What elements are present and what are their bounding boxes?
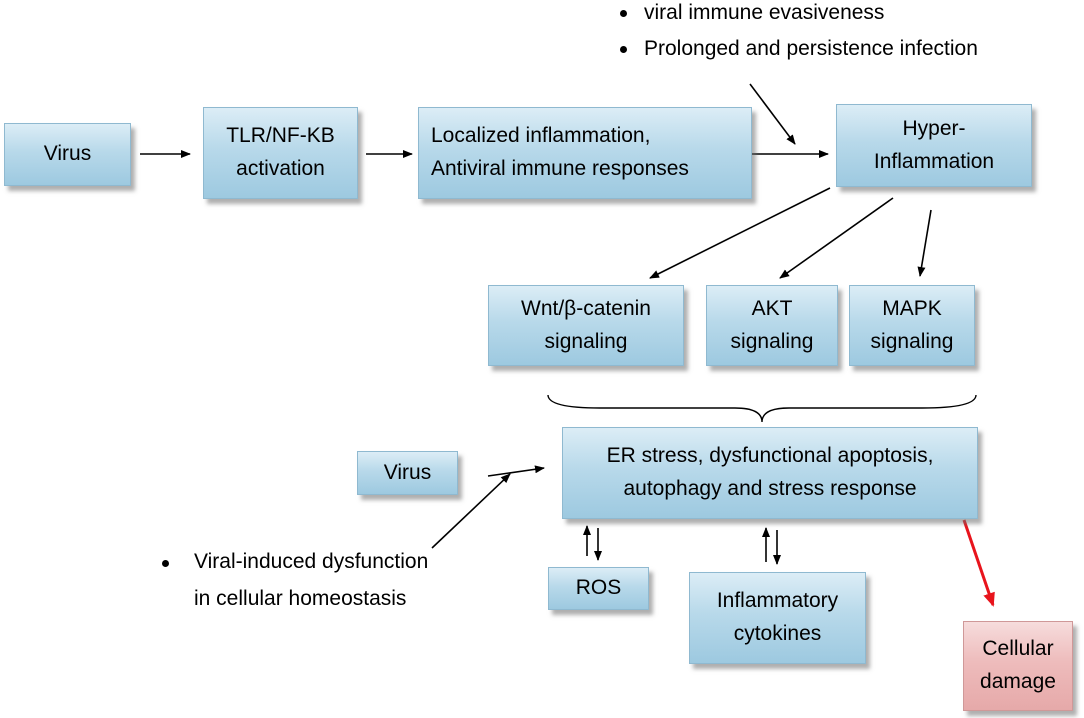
box-label: damage bbox=[980, 670, 1056, 693]
box-label: Inflammation bbox=[873, 149, 995, 173]
box-er-stress: ER stress, dysfunctional apoptosis, auto… bbox=[562, 427, 978, 519]
box-label: Antiviral immune responses bbox=[431, 157, 689, 180]
box-label: TLR/NF-KB bbox=[226, 124, 335, 148]
brace-signaling-to-er bbox=[547, 394, 977, 423]
box-cellular-damage: Cellular damage bbox=[963, 621, 1073, 711]
bullet-dot bbox=[162, 560, 169, 567]
note-cellular-homeostasis: in cellular homeostasis bbox=[194, 587, 407, 610]
box-ros: ROS bbox=[548, 567, 649, 610]
box-inflammatory-cytokines: Inflammatory cytokines bbox=[689, 572, 866, 664]
box-label: signaling bbox=[870, 329, 954, 353]
arrow-dysfunction-to-er bbox=[431, 473, 511, 549]
box-label: Inflammatory bbox=[716, 589, 839, 613]
box-label: signaling bbox=[544, 329, 628, 353]
box-label: AKT bbox=[751, 296, 793, 320]
box-virus-top: Virus bbox=[4, 123, 131, 186]
box-akt-signaling: AKT signaling bbox=[706, 285, 838, 366]
box-label: cytokines bbox=[733, 622, 822, 645]
arrow-er-to-damage bbox=[962, 519, 995, 607]
box-label: ROS bbox=[575, 576, 622, 600]
box-label: activation bbox=[236, 157, 325, 180]
box-hyper-inflammation: Hyper- Inflammation bbox=[836, 104, 1032, 187]
box-label: Wnt/β-catenin bbox=[521, 296, 651, 320]
note-persistence-infection: Prolonged and persistence infection bbox=[644, 37, 978, 60]
box-label: signaling bbox=[730, 329, 814, 353]
arrow-hyper-to-mapk bbox=[917, 209, 932, 277]
box-label: ER stress, dysfunctional apoptosis, bbox=[606, 444, 934, 468]
box-label: MAPK bbox=[882, 296, 942, 320]
arrow-hyper-to-wnt bbox=[649, 187, 831, 279]
note-viral-dysfunction: Viral-induced dysfunction bbox=[194, 550, 429, 573]
arrow-virus-to-er bbox=[487, 465, 545, 477]
box-label: Localized inflammation, bbox=[431, 124, 651, 148]
box-mapk-signaling: MAPK signaling bbox=[849, 285, 975, 366]
box-label: Cellular bbox=[982, 637, 1054, 661]
box-virus-mid: Virus bbox=[357, 451, 458, 495]
bullet-dot bbox=[620, 10, 627, 17]
box-label: Virus bbox=[383, 460, 432, 484]
box-localized-inflammation: Localized inflammation, Antiviral immune… bbox=[418, 107, 752, 199]
bullet-dot bbox=[620, 46, 627, 53]
arrow-notes-to-hyper bbox=[749, 83, 796, 145]
box-label: autophagy and stress response bbox=[623, 477, 917, 500]
note-immune-evasiveness: viral immune evasiveness bbox=[644, 1, 885, 24]
arrow-hyper-to-akt bbox=[779, 197, 894, 279]
box-tlr-nfkb: TLR/NF-KB activation bbox=[203, 107, 358, 199]
box-label: Hyper- bbox=[902, 116, 966, 140]
box-wnt-signaling: Wnt/β-catenin signaling bbox=[488, 285, 684, 366]
box-label: Virus bbox=[43, 142, 92, 166]
